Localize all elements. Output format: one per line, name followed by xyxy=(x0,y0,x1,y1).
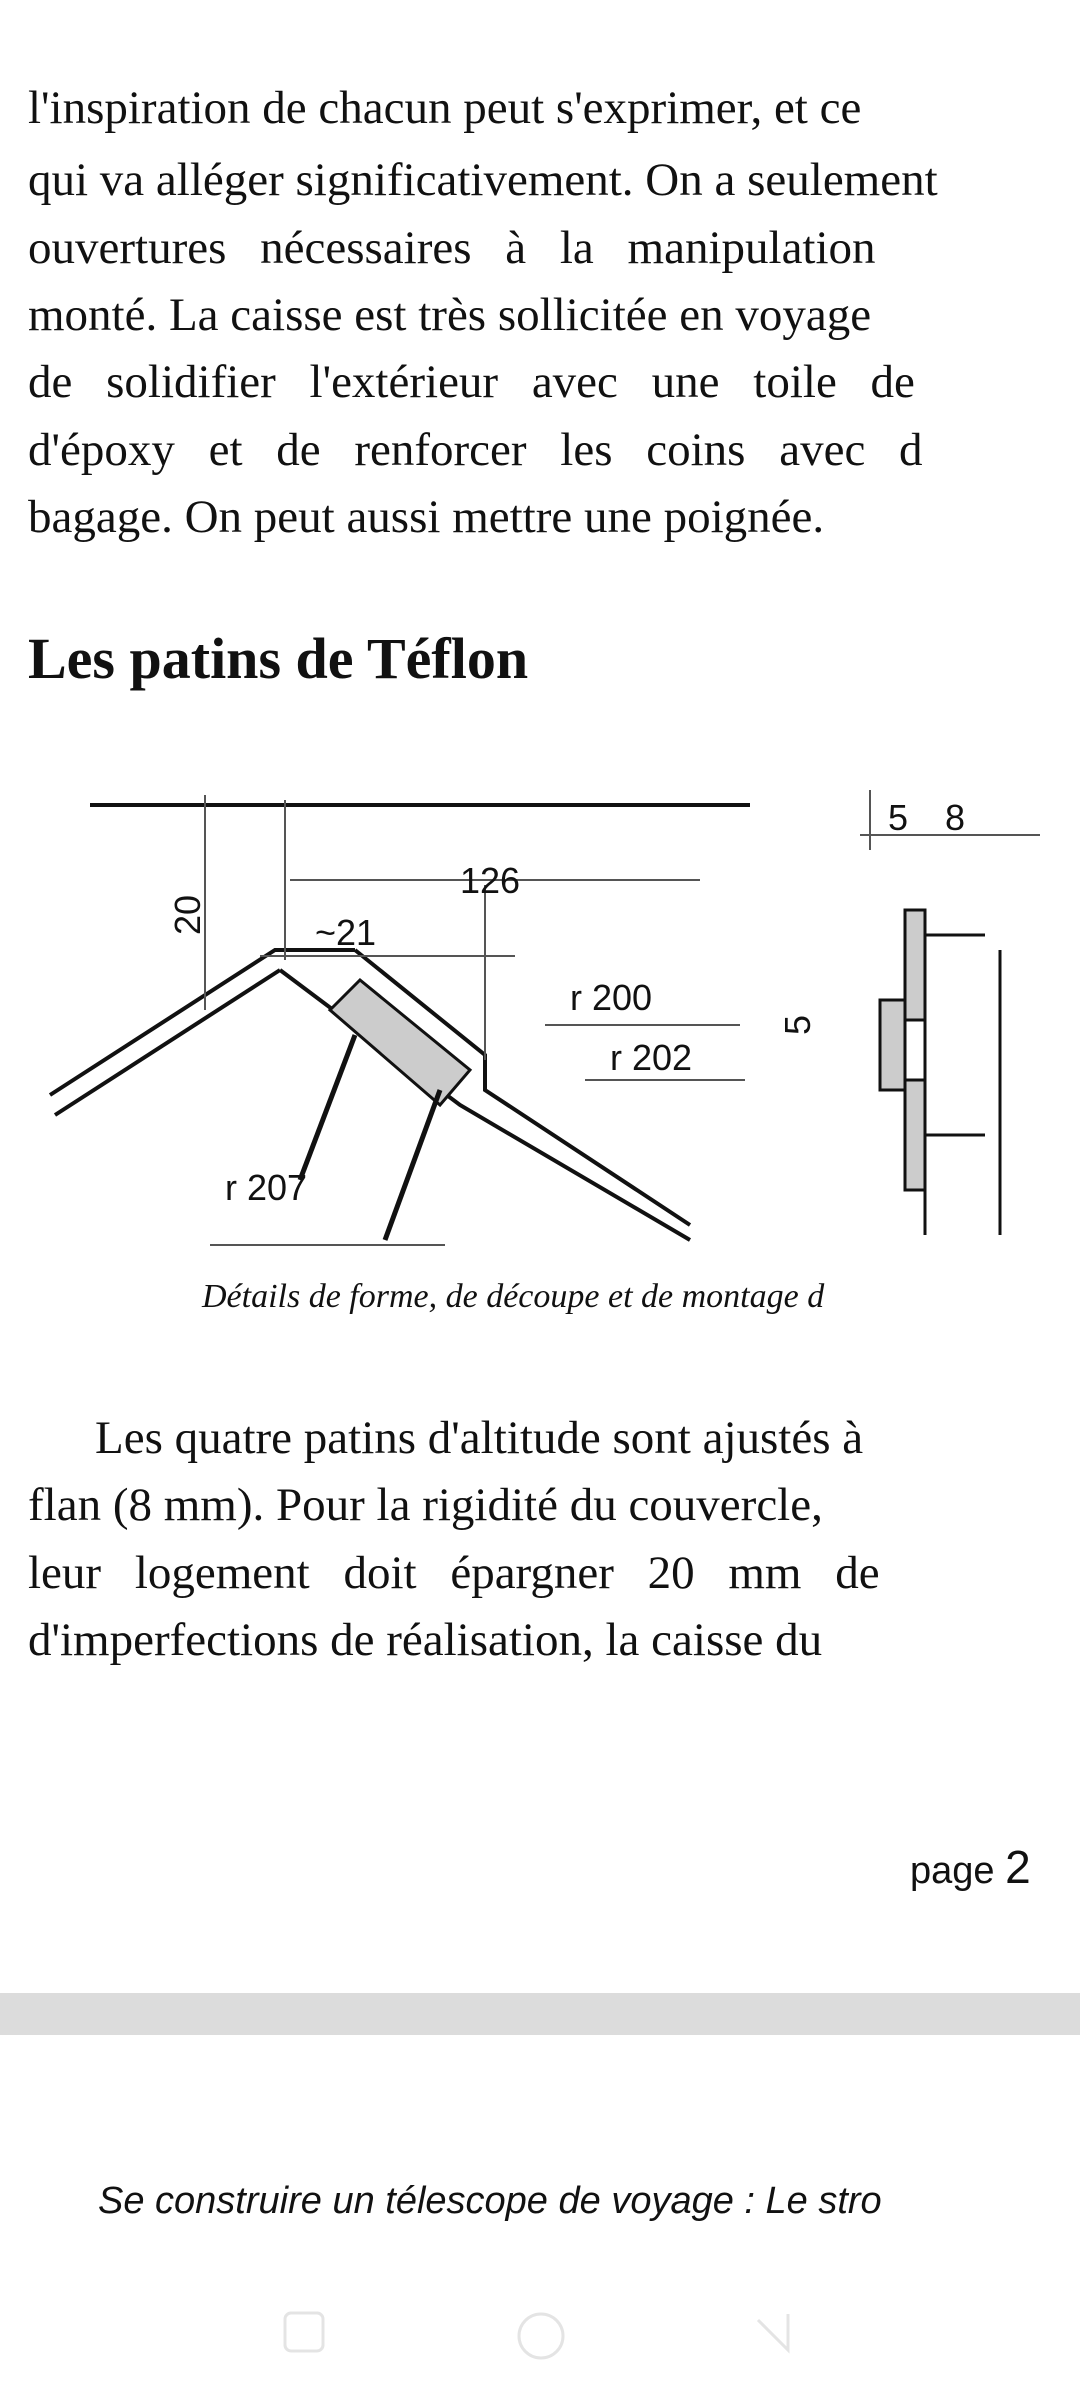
text-line: bagage. On peut aussi mettre une poignée… xyxy=(28,491,825,543)
dimension-label: r 202 xyxy=(610,1037,692,1078)
home-icon[interactable] xyxy=(515,2310,567,2362)
page-number: page 2 xyxy=(910,1840,1031,1894)
back-icon[interactable] xyxy=(752,2310,796,2354)
text-line: ouvertures nécessaires à la manipulation xyxy=(28,222,876,274)
technical-drawing: 20 126 ~21 r 200 r 202 r 207 5 8 5 xyxy=(48,790,1040,1246)
page-header-text: Se construire un télescope de voyage : L… xyxy=(98,2180,882,2222)
figure-caption: Détails de forme, de découpe et de monta… xyxy=(202,1278,825,1315)
text-line: qui va alléger significativement. On a s… xyxy=(28,154,938,206)
dimension-label: 5 xyxy=(777,1015,818,1035)
text-line: de solidifier l'extérieur avec une toile… xyxy=(28,356,915,408)
text-line: monté. La caisse est très sollicitée en … xyxy=(28,289,872,341)
navigation-bar xyxy=(0,2262,1080,2400)
dimension-label: 8 xyxy=(945,797,965,838)
dimension-label: 126 xyxy=(460,860,520,901)
text-line: leur logement doit épargner 20 mm de xyxy=(28,1547,880,1599)
page-label: page xyxy=(910,1850,995,1892)
page-separator xyxy=(0,1993,1080,2035)
dimension-label: 20 xyxy=(167,895,208,935)
recents-icon[interactable] xyxy=(282,2310,326,2354)
text-line: flan (8 mm). Pour la rigidité du couverc… xyxy=(28,1479,823,1531)
text-line: l'inspiration de chacun peut s'exprimer,… xyxy=(28,82,862,134)
section-heading: Les patins de Téflon xyxy=(28,626,529,691)
dimension-label: r 200 xyxy=(570,977,652,1018)
dimension-label: ~21 xyxy=(315,912,376,953)
page-number-value: 2 xyxy=(1005,1841,1031,1893)
text-line: d'époxy et de renforcer les coins avec d xyxy=(28,424,923,476)
dimension-label: r 207 xyxy=(225,1167,307,1208)
dimension-label: 5 xyxy=(888,797,908,838)
text-line: Les quatre patins d'altitude sont ajusté… xyxy=(95,1412,864,1464)
text-line: d'imperfections de réalisation, la caiss… xyxy=(28,1614,823,1666)
